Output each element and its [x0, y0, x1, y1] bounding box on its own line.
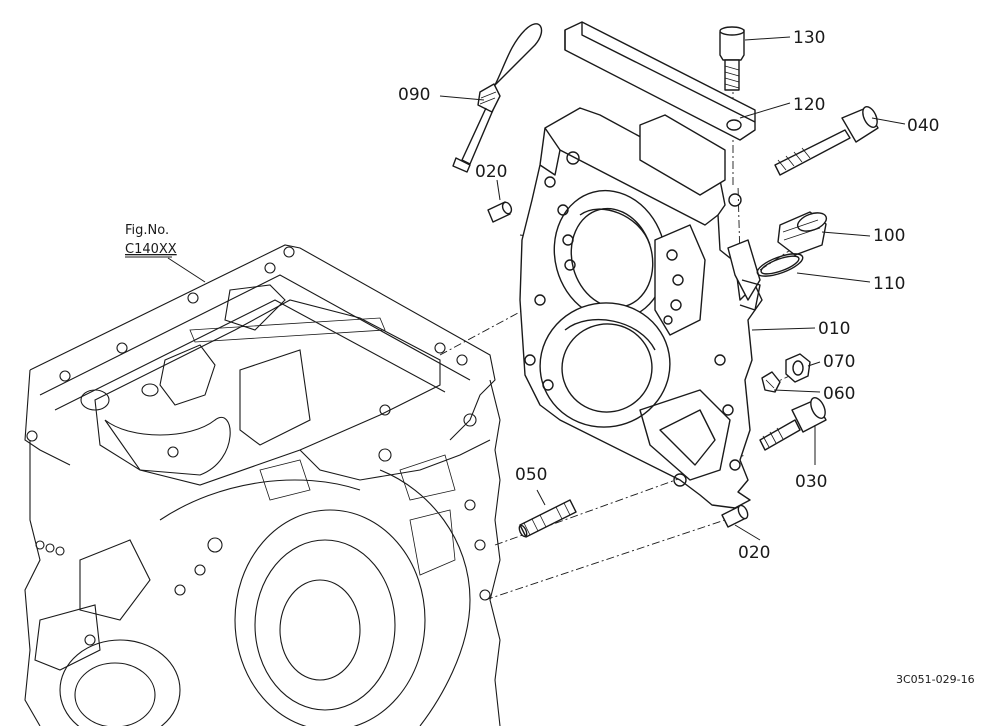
- callout-090: 090: [398, 85, 430, 105]
- pin-020-top: [487, 201, 513, 223]
- drawing-code: 3C051-029-16: [896, 673, 975, 686]
- callout-100: 100: [873, 226, 905, 246]
- callout-labels: 130 120 040 090 020 100 110 010 070 060 …: [398, 28, 939, 563]
- callout-050: 050: [515, 465, 547, 485]
- bolt-130: [719, 26, 745, 91]
- pin-020-bottom: [721, 504, 749, 528]
- plug-100: [777, 211, 828, 256]
- transmission-case: [24, 244, 501, 726]
- callout-020-top: 020: [475, 162, 507, 182]
- washer-060: [761, 371, 781, 393]
- nut-070: [785, 353, 811, 383]
- stud-050: [518, 499, 577, 538]
- bolt-040: [774, 106, 879, 176]
- callout-040: 040: [907, 116, 939, 136]
- callout-130: 130: [793, 28, 825, 48]
- callout-020-bottom: 020: [738, 543, 770, 563]
- callout-110: 110: [873, 274, 905, 294]
- fig-no-label: Fig.No.: [125, 223, 169, 238]
- bracket-120: [564, 21, 756, 141]
- bolt-030: [759, 397, 827, 451]
- o-ring-110: [756, 253, 804, 277]
- leader-lines: [167, 36, 906, 541]
- callout-030: 030: [795, 472, 827, 492]
- callout-010: 010: [818, 319, 850, 339]
- dipstick-090: [452, 23, 543, 173]
- callout-120: 120: [793, 95, 825, 115]
- callout-060: 060: [823, 384, 855, 404]
- figure-reference: Fig.No. C140XX: [125, 223, 177, 258]
- cover-housing: [519, 107, 763, 509]
- fig-no-value: C140XX: [125, 242, 177, 257]
- callout-070: 070: [823, 352, 855, 372]
